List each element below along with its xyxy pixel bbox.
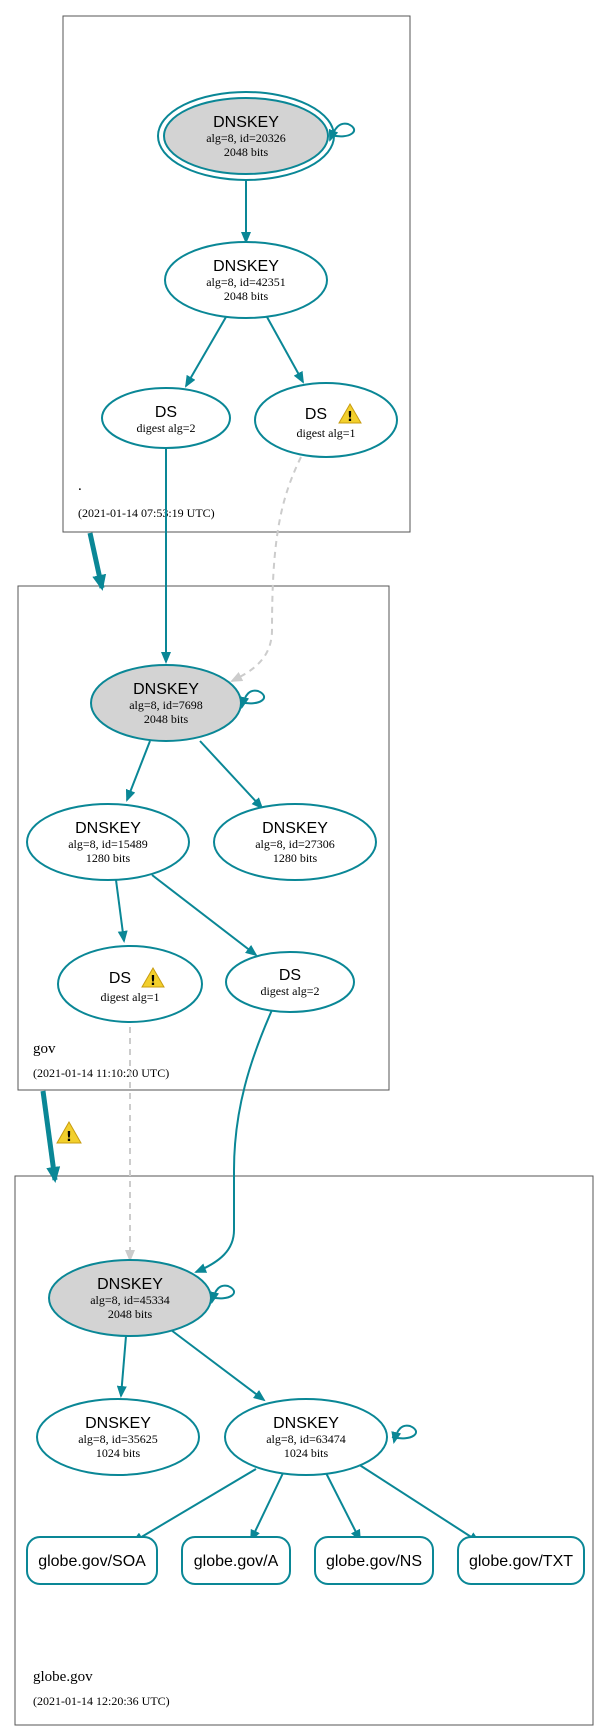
node-type: DNSKEY [213, 258, 279, 275]
node-detail: 2048 bits [224, 145, 269, 159]
node-detail: 2048 bits [144, 712, 189, 726]
node-detail: alg=8, id=63474 [266, 1432, 346, 1446]
svg-text:!: ! [66, 1130, 72, 1145]
rrset-label: globe.gov/NS [326, 1553, 422, 1570]
node-detail: 2048 bits [108, 1307, 153, 1321]
zone-name: . [78, 478, 82, 494]
node-type: DNSKEY [75, 820, 141, 837]
gov-ksk-node[interactable]: DNSKEY alg=8, id=7698 2048 bits [90, 664, 242, 742]
node-type: DS [109, 970, 131, 987]
node-type: DS [155, 404, 177, 421]
node-type: DNSKEY [85, 1415, 151, 1432]
insecure-edge [230, 456, 302, 682]
node-type: DS [279, 967, 301, 984]
node-detail: alg=8, id=20326 [206, 131, 286, 145]
gov-zsk-27306-node[interactable]: DNSKEY alg=8, id=27306 1280 bits [213, 803, 377, 881]
rrset-soa[interactable]: globe.gov/SOA [26, 1536, 158, 1585]
edge [115, 879, 128, 943]
node-detail: alg=8, id=7698 [129, 698, 203, 712]
edge [250, 1470, 285, 1542]
node-detail: alg=8, id=27306 [255, 837, 335, 851]
warning-icon: ! [56, 1120, 82, 1145]
rrset-label: globe.gov/A [194, 1553, 279, 1570]
gov-ds-alg2-node[interactable]: DS digest alg=2 [225, 951, 355, 1013]
root-zsk-node[interactable]: DNSKEY alg=8, id=42351 2048 bits [164, 241, 328, 319]
node-type: DNSKEY [273, 1415, 339, 1432]
node-detail: alg=8, id=42351 [206, 275, 286, 289]
edge [125, 740, 151, 802]
globe-zsk-35625-node[interactable]: DNSKEY alg=8, id=35625 1024 bits [36, 1398, 200, 1476]
svg-text:!: ! [347, 410, 353, 425]
node-detail: 1280 bits [273, 851, 318, 865]
rrset-label: globe.gov/TXT [469, 1553, 573, 1570]
node-detail: 1024 bits [284, 1446, 329, 1460]
node-type: DNSKEY [262, 820, 328, 837]
gov-zsk-15489-node[interactable]: DNSKEY alg=8, id=15489 1280 bits [26, 803, 190, 881]
node-type: DS [305, 406, 327, 423]
node-detail: alg=8, id=15489 [68, 837, 148, 851]
globe-zsk-63474-node[interactable]: DNSKEY alg=8, id=63474 1024 bits [224, 1398, 388, 1476]
edge [184, 316, 227, 388]
root-ds-alg1-node[interactable]: DS ! digest alg=1 [254, 382, 398, 458]
edge [151, 874, 258, 957]
edge [116, 1335, 127, 1398]
node-detail: alg=8, id=35625 [78, 1432, 158, 1446]
self-loop-edge [391, 1424, 417, 1444]
edge [357, 1463, 481, 1544]
zone-timestamp: (2021-01-14 12:20:36 UTC) [33, 1694, 170, 1708]
node-detail: digest alg=1 [100, 990, 159, 1004]
delegation-arrow [87, 532, 107, 591]
globe-ksk-node[interactable]: DNSKEY alg=8, id=45334 2048 bits [48, 1259, 212, 1337]
root-ds-alg2-node[interactable]: DS digest alg=2 [101, 387, 231, 449]
zone-name: globe.gov [33, 1669, 93, 1685]
edge [324, 1470, 361, 1542]
warning-icon: ! [141, 967, 165, 989]
node-detail: 1024 bits [96, 1446, 141, 1460]
warning-icon: ! [338, 403, 362, 425]
node-detail: digest alg=2 [260, 984, 319, 998]
root-ksk-node[interactable]: DNSKEY alg=8, id=20326 2048 bits [157, 91, 335, 181]
node-detail: 1280 bits [86, 851, 131, 865]
svg-text:!: ! [150, 974, 156, 989]
edge [131, 1468, 257, 1544]
self-loop-edge [209, 1284, 235, 1304]
node-type: DNSKEY [133, 681, 199, 698]
edge [194, 1009, 273, 1273]
zone-name: gov [33, 1041, 56, 1057]
zone-timestamp: (2021-01-14 11:10:20 UTC) [33, 1066, 169, 1080]
edge [199, 740, 264, 810]
node-type: DNSKEY [97, 1276, 163, 1293]
node-detail: digest alg=2 [136, 421, 195, 435]
rrset-ns[interactable]: globe.gov/NS [314, 1536, 434, 1585]
edge [266, 316, 304, 384]
rrset-txt[interactable]: globe.gov/TXT [457, 1536, 585, 1585]
delegation-arrow [40, 1090, 61, 1183]
rrset-a[interactable]: globe.gov/A [181, 1536, 291, 1585]
node-detail: digest alg=1 [296, 426, 355, 440]
zone-timestamp: (2021-01-14 07:53:19 UTC) [78, 506, 215, 520]
node-detail: alg=8, id=45334 [90, 1293, 170, 1307]
node-type: DNSKEY [213, 114, 279, 131]
gov-ds-alg1-node[interactable]: DS ! digest alg=1 [57, 945, 203, 1023]
edge [170, 1329, 266, 1402]
node-detail: 2048 bits [224, 289, 269, 303]
rrset-label: globe.gov/SOA [38, 1553, 146, 1570]
self-loop-edge [239, 689, 265, 709]
